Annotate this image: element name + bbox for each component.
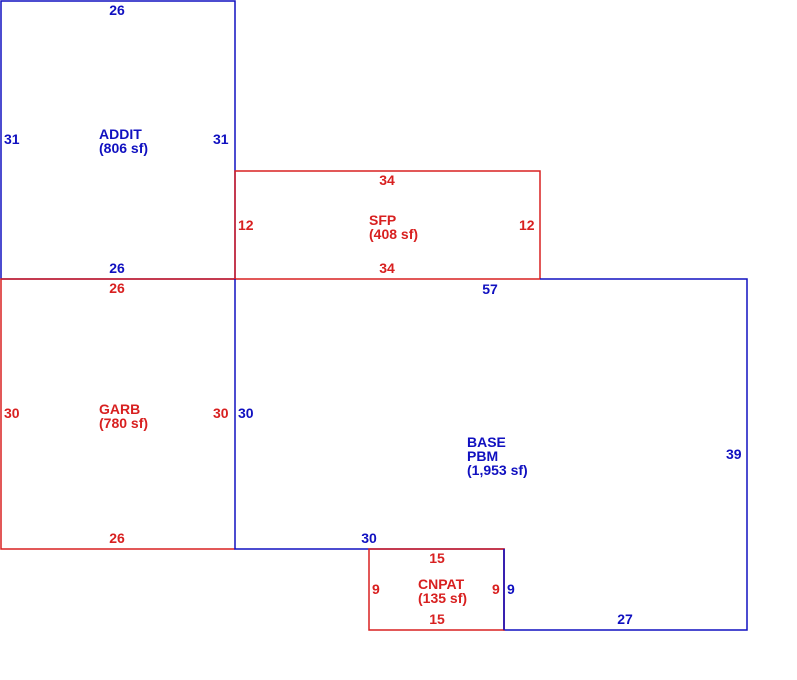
- base-area: 57 30 39 30 9 27 BASE PBM (1,953 sf): [234, 278, 748, 631]
- base-name2-label: PBM: [467, 448, 498, 464]
- garb-right-dim: 30: [213, 405, 229, 421]
- cnpat-top-dim: 15: [429, 550, 445, 566]
- garb-area-label: (780 sf): [99, 415, 148, 431]
- sfp-area: 34 34 12 12 SFP (408 sf): [234, 170, 541, 279]
- garb-top-dim: 26: [109, 280, 125, 296]
- cnpat-bottom-dim: 15: [429, 611, 445, 627]
- sfp-bottom-dim: 34: [379, 260, 395, 276]
- cnpat-name-label: CNPAT: [418, 576, 465, 592]
- cnpat-left-dim: 9: [372, 581, 380, 597]
- base-name-label: BASE: [467, 434, 506, 450]
- addit-left-dim: 31: [4, 131, 20, 147]
- addit-area-label: (806 sf): [99, 140, 148, 156]
- base-bottom-left-dim: 30: [361, 530, 377, 546]
- sfp-area-label: (408 sf): [369, 226, 418, 242]
- sfp-left-dim: 12: [238, 217, 254, 233]
- garb-bottom-dim: 26: [109, 530, 125, 546]
- sfp-outline: [234, 170, 541, 279]
- garb-area: 26 26 30 30 GARB (780 sf): [0, 278, 540, 550]
- base-inner-right-dim: 9: [507, 581, 515, 597]
- base-right-dim: 39: [726, 446, 742, 462]
- garb-name-label: GARB: [99, 401, 140, 417]
- base-top-dim: 57: [482, 281, 498, 297]
- base-bottom-right-dim: 27: [617, 611, 633, 627]
- garb-left-dim: 30: [4, 405, 20, 421]
- base-area-label: (1,953 sf): [467, 462, 528, 478]
- garb-outline: [0, 278, 235, 550]
- addit-bottom-dim: 26: [109, 260, 125, 276]
- cnpat-area-label: (135 sf): [418, 590, 467, 606]
- base-left-dim: 30: [238, 405, 254, 421]
- addit-area: 26 26 31 31 ADDIT (806 sf): [0, 0, 236, 280]
- addit-name-label: ADDIT: [99, 126, 142, 142]
- sfp-name-label: SFP: [369, 212, 396, 228]
- cnpat-right-dim: 9: [492, 581, 500, 597]
- addit-right-dim: 31: [213, 131, 229, 147]
- sfp-right-dim: 12: [519, 217, 535, 233]
- addit-top-dim: 26: [109, 2, 125, 18]
- sfp-top-dim: 34: [379, 172, 395, 188]
- cnpat-area: 15 15 9 9 CNPAT (135 sf): [368, 548, 505, 631]
